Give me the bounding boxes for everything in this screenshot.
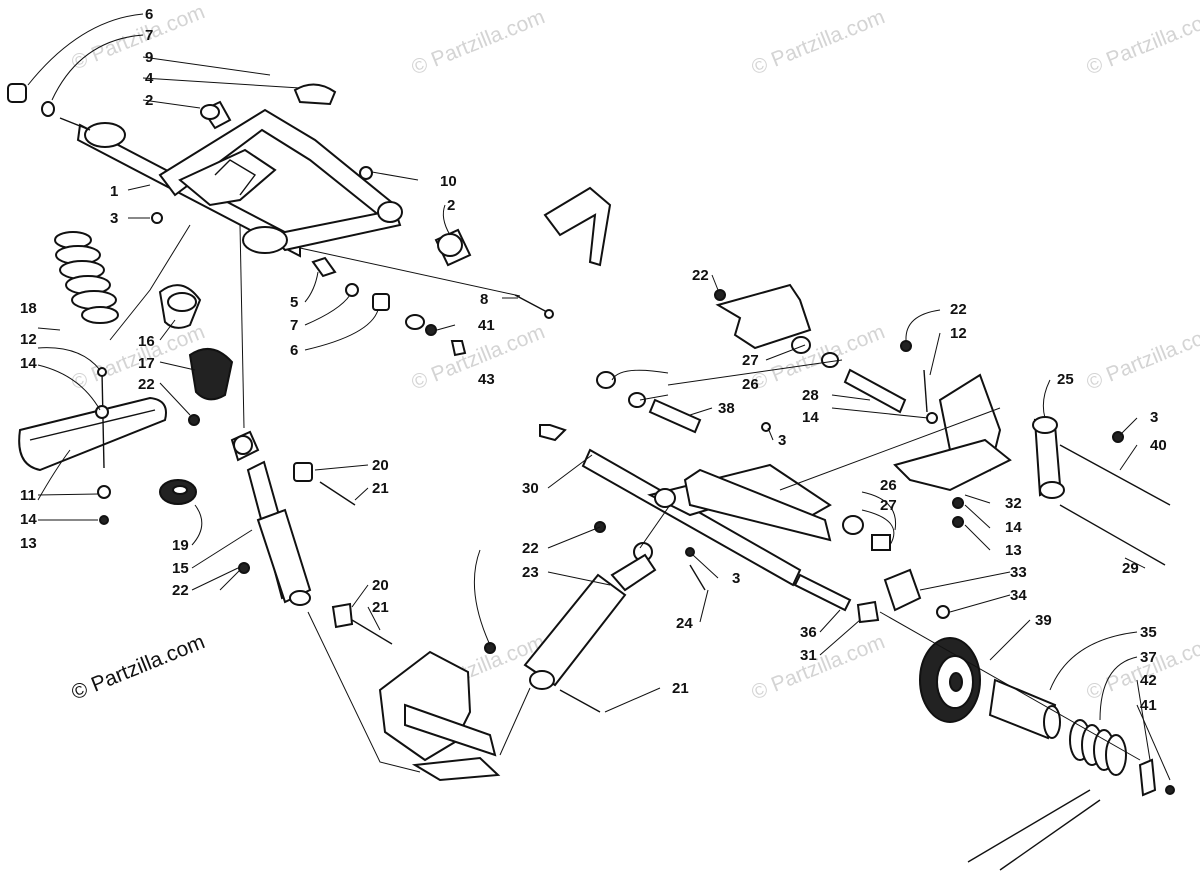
callout-27: 27	[880, 497, 897, 514]
watermark: © Partzilla.com	[408, 5, 548, 79]
callout-24: 24	[676, 615, 693, 632]
callout-41: 41	[478, 317, 495, 334]
callout-8: 8	[480, 291, 488, 308]
callout-38: 38	[718, 400, 735, 417]
callout-15: 15	[172, 560, 189, 577]
callout-2: 2	[447, 197, 455, 214]
callout-18: 18	[20, 300, 37, 317]
callout-20: 20	[372, 457, 389, 474]
callout-26: 26	[742, 376, 759, 393]
callout-27: 27	[742, 352, 759, 369]
callout-43: 43	[478, 371, 495, 388]
callout-5: 5	[290, 294, 298, 311]
callout-6: 6	[145, 6, 153, 23]
callout-21: 21	[372, 480, 389, 497]
callout-22: 22	[522, 540, 539, 557]
callout-22: 22	[172, 582, 189, 599]
callout-21: 21	[672, 680, 689, 697]
callout-41: 41	[1140, 697, 1157, 714]
watermark: © Partzilla.com	[1083, 320, 1200, 394]
callout-21: 21	[372, 599, 389, 616]
callout-34: 34	[1010, 587, 1027, 604]
callout-14: 14	[20, 511, 37, 528]
callout-4: 4	[145, 70, 154, 87]
watermark: © Partzilla.com	[748, 630, 888, 704]
callout-14: 14	[802, 409, 819, 426]
callout-7: 7	[145, 27, 153, 44]
callout-3: 3	[778, 432, 786, 449]
watermark: © Partzilla.com	[748, 5, 888, 79]
callout-31: 31	[800, 647, 817, 664]
callout-29: 29	[1122, 560, 1139, 577]
callout-6: 6	[290, 342, 298, 359]
callout-10: 10	[440, 173, 457, 190]
callout-35: 35	[1140, 624, 1157, 641]
callout-40: 40	[1150, 437, 1167, 454]
callout-12: 12	[20, 331, 37, 348]
callout-3: 3	[732, 570, 740, 587]
callout-22: 22	[138, 376, 155, 393]
callout-13: 13	[1005, 542, 1022, 559]
callout-33: 33	[1010, 564, 1027, 581]
callout-14: 14	[20, 355, 37, 372]
callout-25: 25	[1057, 371, 1074, 388]
callout-13: 13	[20, 535, 37, 552]
callout-28: 28	[802, 387, 819, 404]
callout-9: 9	[145, 49, 153, 66]
front-shock-assembly	[18, 224, 531, 782]
callout-11: 11	[20, 487, 36, 504]
callout-37: 37	[1140, 649, 1157, 666]
watermark: © Partzilla.com	[1083, 5, 1200, 79]
callout-26: 26	[880, 477, 897, 494]
callout-36: 36	[800, 624, 817, 641]
site-credit: © Partzilla.com	[68, 630, 208, 704]
callout-labels: 6 7 9 4 2 10 1 3 2 18 5 8 7 41 6 43 12 1…	[20, 6, 1167, 714]
callout-14: 14	[1005, 519, 1022, 536]
callout-30: 30	[522, 480, 539, 497]
callout-2: 2	[145, 92, 153, 109]
callout-17: 17	[138, 355, 155, 372]
callout-42: 42	[1140, 672, 1157, 689]
callout-22: 22	[950, 301, 967, 318]
callout-7: 7	[290, 317, 298, 334]
callout-22: 22	[692, 267, 709, 284]
callout-39: 39	[1035, 612, 1052, 629]
front-arm-assembly	[7, 83, 612, 357]
watermark: © Partzilla.com	[1083, 630, 1200, 704]
callout-19: 19	[172, 537, 189, 554]
callout-3: 3	[1150, 409, 1158, 426]
callout-23: 23	[522, 564, 539, 581]
leader-lines	[27, 13, 1171, 781]
callout-1: 1	[110, 183, 118, 200]
callout-32: 32	[1005, 495, 1022, 512]
callout-12: 12	[950, 325, 967, 342]
callout-3: 3	[110, 210, 118, 227]
callout-20: 20	[372, 577, 389, 594]
watermarks: © Partzilla.com © Partzilla.com © Partzi…	[68, 0, 1200, 704]
callout-16: 16	[138, 333, 155, 350]
